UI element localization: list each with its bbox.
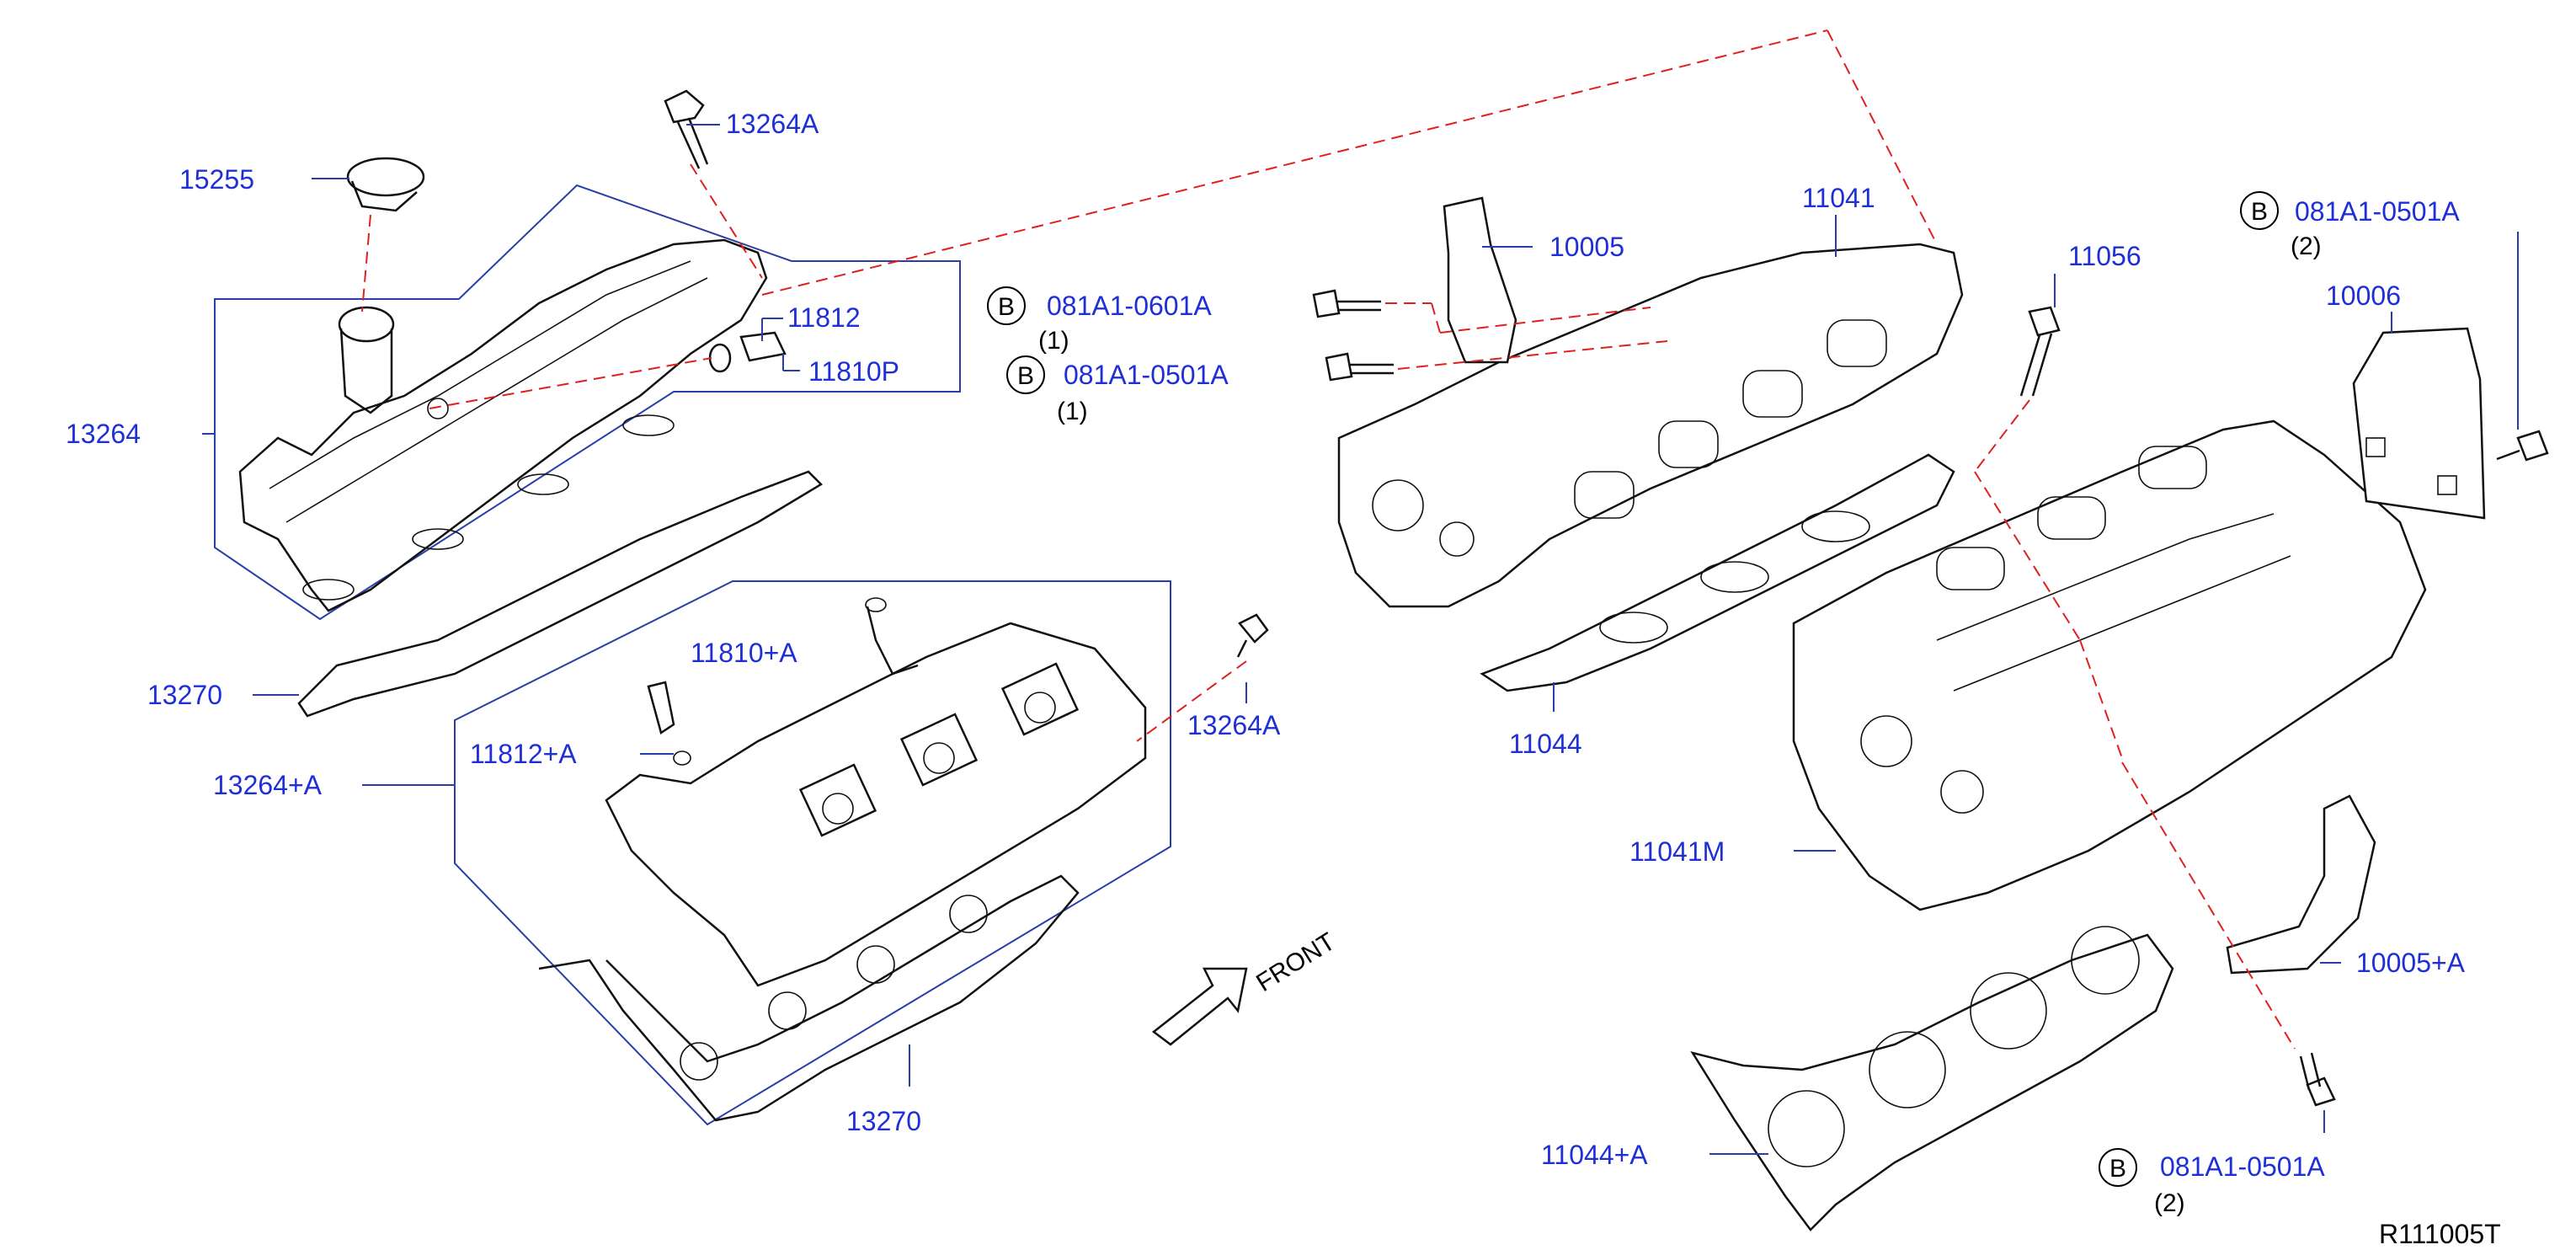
b-marker-4: B — [2099, 1148, 2137, 1187]
label-10005: 10005 — [1549, 232, 1624, 262]
cylinder-head-11041M-group — [1792, 306, 2549, 911]
svg-text:B: B — [1017, 362, 1034, 390]
bolt-081A1-0501A-left — [1325, 352, 1394, 382]
valve-cover-13264-shape — [238, 238, 768, 612]
bracket-10005plusA — [2226, 794, 2376, 975]
label-13264A-right: 13264A — [1187, 710, 1281, 740]
valve-cover-13264plusA-shape — [605, 622, 1147, 987]
sensor-11810plusA — [647, 681, 675, 735]
label-11044plusA: 11044+A — [1541, 1140, 1648, 1170]
label-11812plusA: 11812+A — [470, 739, 577, 769]
bracket-10005 — [1443, 196, 1517, 364]
bolt-081A1-0501A-lower — [2299, 1052, 2336, 1107]
label-11810P: 11810P — [808, 356, 899, 387]
label-11812: 11812 — [787, 302, 861, 333]
svg-text:B: B — [998, 293, 1015, 321]
gasket-13270-upper — [297, 470, 824, 718]
valve-cover-13264-group — [214, 89, 961, 621]
cylinder-head-11041M-shape — [1792, 419, 2427, 911]
grommet-11812plusA — [673, 751, 691, 766]
label-11041M: 11041M — [1629, 836, 1725, 867]
alignment-dashed-lines — [361, 29, 2296, 1050]
gasket-11044 — [1480, 453, 1955, 692]
diagram-reference-number: R111005T — [2379, 1219, 2501, 1249]
sensor-11810P — [739, 331, 787, 362]
grommet-11812 — [708, 343, 732, 373]
b-marker-1: B — [987, 286, 1026, 325]
label-11044: 11044 — [1509, 729, 1582, 759]
svg-text:B: B — [2109, 1155, 2126, 1183]
oil-filler-neck — [338, 306, 395, 343]
bolt-081A1-0601A — [1312, 289, 1381, 318]
group-outline-13264 — [214, 184, 961, 621]
label-10005plusA: 10005+A — [2356, 948, 2466, 978]
bolt-13264A-top — [664, 89, 709, 169]
gasket-13270-lower — [538, 874, 1080, 1122]
label-11056: 11056 — [2068, 241, 2141, 271]
cylinder-head-11041-shape — [1337, 243, 1964, 608]
leader-lines — [202, 124, 2519, 1155]
label-13264A-top: 13264A — [726, 109, 819, 139]
label-b4-qty: (2) — [2154, 1189, 2185, 1217]
cylinder-head-11041-group — [1312, 196, 1964, 608]
valve-cover-13264plusA-group — [454, 580, 1269, 1126]
label-front: FRONT — [1251, 927, 1340, 997]
label-b1-qty: (1) — [1038, 327, 1069, 355]
bolt-11056 — [2019, 306, 2061, 397]
plate-10006 — [2352, 327, 2486, 520]
label-b1-code: 081A1-0601A — [1047, 291, 1212, 321]
bolt-081A1-0501A-upper-right — [2496, 430, 2549, 462]
oil-cap-15255 — [346, 157, 425, 197]
label-11810plusA-partial: 11810+A — [691, 638, 797, 668]
label-13264: 13264 — [66, 419, 141, 449]
label-10006: 10006 — [2326, 280, 2401, 311]
label-13270-bottom: 13270 — [846, 1106, 921, 1136]
label-15255: 15255 — [179, 164, 254, 195]
label-b3-qty: (2) — [2291, 232, 2322, 260]
group-outline-13264plusA — [454, 580, 1171, 1126]
label-b2-qty: (1) — [1057, 398, 1088, 425]
b-marker-2: B — [1006, 355, 1045, 394]
bolt-13264A-right — [1236, 613, 1269, 658]
front-direction-arrow — [1151, 967, 1248, 1046]
gasket-11044plusA — [1690, 933, 2174, 1231]
label-11041: 11041 — [1802, 183, 1875, 213]
b-marker-3: B — [2240, 191, 2279, 230]
label-b4-code: 081A1-0501A — [2160, 1151, 2325, 1182]
label-13270-left: 13270 — [147, 680, 222, 710]
label-b2-code: 081A1-0501A — [1064, 360, 1229, 390]
label-b3-code: 081A1-0501A — [2295, 196, 2460, 227]
svg-text:B: B — [2251, 198, 2268, 226]
label-13264plusA: 13264+A — [213, 770, 323, 800]
